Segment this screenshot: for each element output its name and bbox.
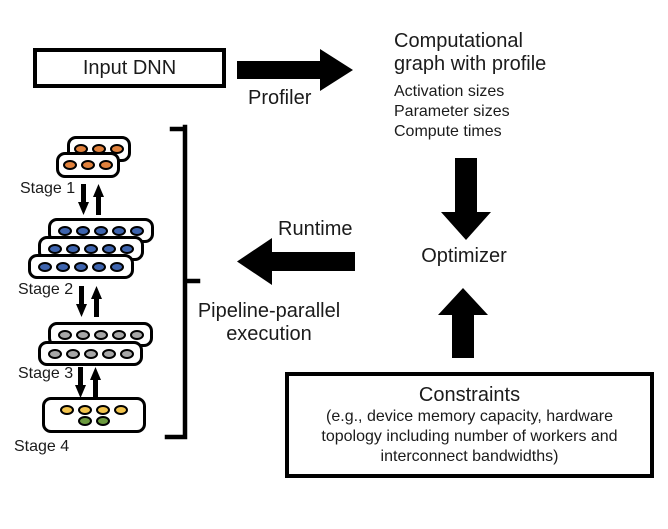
neuron-row [38,261,124,272]
neuron-row [63,160,113,170]
input-dnn-label: Input DNN [82,56,177,79]
neuron-dot [102,243,116,254]
pipeline-label-line1: Pipeline-parallel [197,300,341,322]
neuron-dot [130,225,144,236]
constraints-body-line: (e.g., device memory capacity, hardware [326,407,613,425]
neuron-dot [114,404,128,415]
stage-flow-arrows-icon [78,184,104,215]
dnn-layer [28,254,134,279]
neuron-dot [110,261,124,272]
stage-label-1: Stage 1 [20,180,76,197]
neuron-dot [58,225,72,236]
input-dnn-box: Input DNN [33,48,226,88]
neuron-row [48,243,134,254]
stage-label-2: Stage 2 [18,281,74,298]
dnn-layer [42,397,146,433]
neuron-dot [74,261,88,272]
neuron-dot [38,261,52,272]
stage-label-3: Stage 3 [18,365,74,382]
neuron-dot [47,348,62,359]
optimizer-label: Optimizer [421,245,507,267]
neuron-dot [94,225,108,236]
runtime-arrow-icon [237,238,355,285]
pipeline-execution-label: Pipeline-parallel execution [183,300,355,346]
neuron-dot [65,348,80,359]
profiler-arrow-icon [237,49,353,91]
graph-profile-detail: Parameter sizes [394,103,510,120]
stage-flow-arrows-icon [76,286,102,317]
constraints-arrow-icon [438,288,488,358]
neuron-dot [48,243,62,254]
pipeline-label-line2: execution [226,323,312,345]
stage-flow-arrows-icon [75,367,101,398]
graph-profile-block: Computational graph with profile Activat… [394,30,614,142]
neuron-dot [111,329,126,340]
optimizer-input-arrow-icon [441,158,491,240]
dnn-layer [38,341,143,366]
neuron-dot [96,404,110,415]
neuron-dot [93,329,108,340]
runtime-label: Runtime [278,218,353,240]
neuron-dot [112,225,126,236]
neuron-dot [66,243,80,254]
neuron-dot [81,160,95,170]
constraints-body-line: interconnect bandwidths) [380,447,559,465]
graph-profile-title-line1: Computational [394,30,523,52]
neuron-dot [78,415,92,426]
neuron-dot [78,404,92,415]
constraints-body-line: topology including number of workers and [321,427,618,445]
neuron-dot [84,243,98,254]
neuron-dot [60,404,74,415]
neuron-row [58,225,144,236]
neuron-dot [99,160,113,170]
neuron-dot [83,348,98,359]
neuron-dot [63,160,77,170]
stage-label-4: Stage 4 [14,438,70,455]
graph-profile-title-line2: graph with profile [394,53,547,75]
constraints-box: Constraints (e.g., device memory capacit… [285,372,654,478]
neuron-dot [129,329,144,340]
neuron-dot [101,348,116,359]
neuron-row [60,404,128,415]
neuron-dot [119,348,134,359]
neuron-row [57,329,144,340]
graph-profile-detail: Compute times [394,123,502,140]
constraints-title: Constraints [418,383,521,406]
neuron-dot [56,261,70,272]
neuron-row [47,348,134,359]
neuron-dot [120,243,134,254]
graph-profile-detail: Activation sizes [394,83,505,100]
neuron-dot [92,261,106,272]
neuron-dot [75,329,90,340]
neuron-dot [110,144,124,154]
dnn-layer [56,152,120,178]
stage-brace-icon [164,124,201,440]
neuron-dot [76,225,90,236]
profiler-label: Profiler [248,87,312,109]
neuron-dot [96,415,110,426]
neuron-row [78,415,110,426]
neuron-dot [57,329,72,340]
